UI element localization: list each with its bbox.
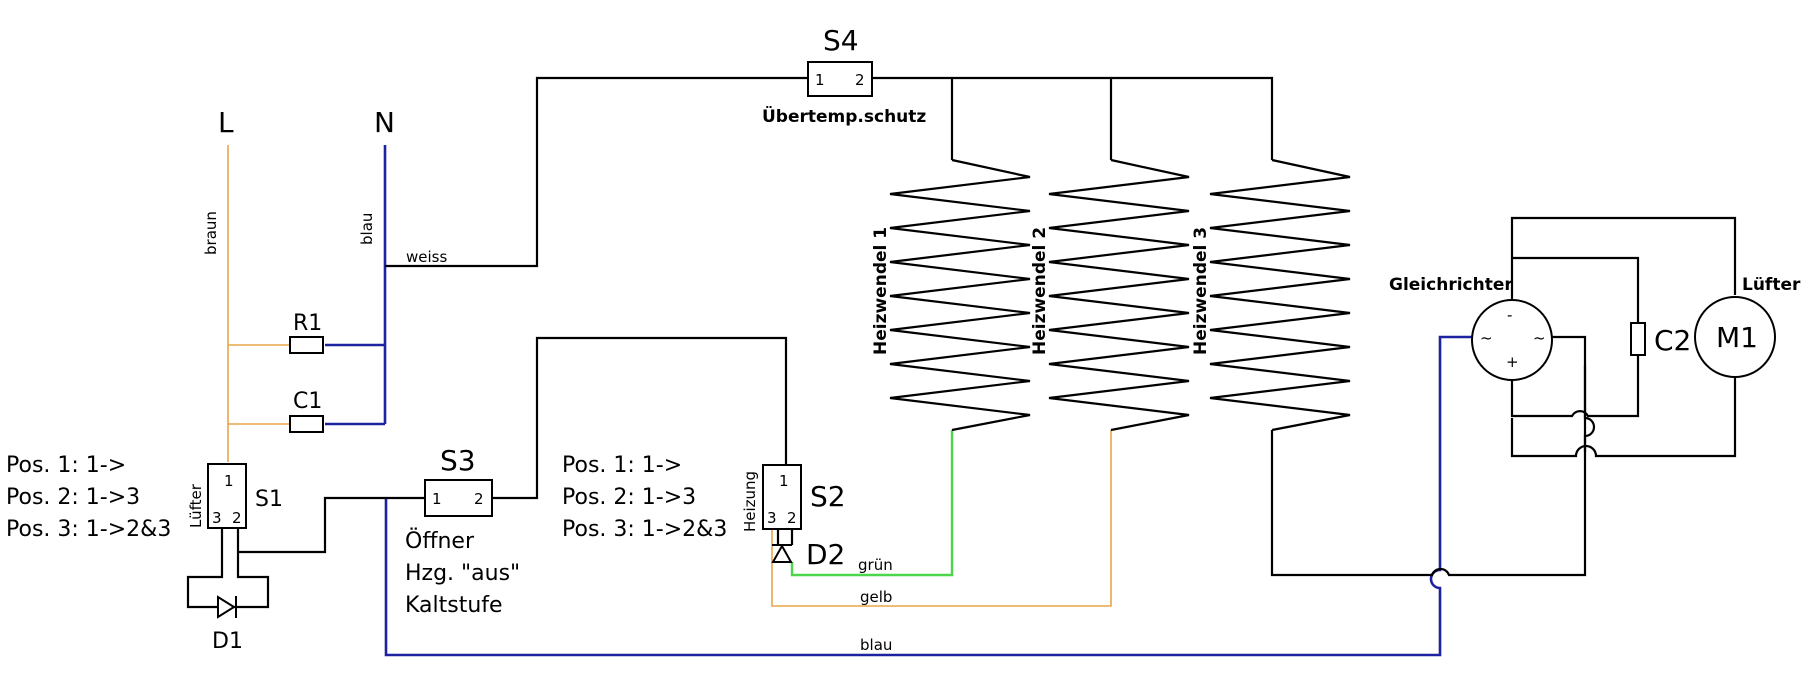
s4-pin1: 1 xyxy=(815,71,825,89)
label-m1: M1 xyxy=(1716,321,1758,354)
wire-motor-bottom xyxy=(1510,378,1737,458)
label-gelb: gelb xyxy=(860,588,892,606)
heizwendel-1-coil xyxy=(889,158,1031,432)
label-s1: S1 xyxy=(255,487,283,512)
wire-c2-bottom xyxy=(1510,355,1640,418)
s1-pin2: 2 xyxy=(232,509,242,527)
s2-switch xyxy=(762,464,802,530)
label-s4: S4 xyxy=(823,24,859,57)
gr-ac2: ~ xyxy=(1533,329,1546,347)
wire-s1-s3 xyxy=(238,496,425,554)
gr-ac1: ~ xyxy=(1480,329,1493,347)
label-gleichrichter: Gleichrichter xyxy=(1389,275,1513,295)
label-heiz3: Heizwendel 3 xyxy=(1191,227,1211,355)
label-s2: S2 xyxy=(810,480,846,513)
d1-diode-icon xyxy=(217,595,237,619)
label-s2-heizung: Heizung xyxy=(741,471,759,532)
s2-pin3: 3 xyxy=(767,509,777,527)
wire-s3-s2 xyxy=(492,336,788,500)
label-n: N xyxy=(374,106,395,139)
wire-blau-bottom xyxy=(384,335,1472,657)
m1-motor xyxy=(1694,296,1776,378)
s1-switch xyxy=(207,463,247,529)
s3-pin2: 2 xyxy=(474,490,484,508)
label-s3: S3 xyxy=(440,444,476,477)
s1-pin1: 1 xyxy=(224,472,234,490)
s3-switch xyxy=(424,479,493,517)
s4-switch xyxy=(807,61,873,97)
label-s4-desc: Übertemp.schutz xyxy=(762,105,926,127)
label-weiss: weiss xyxy=(406,248,447,266)
gr-plus: + xyxy=(1506,353,1519,371)
s3-line2: Hzg. "aus" xyxy=(405,561,520,586)
label-r1: R1 xyxy=(293,311,322,336)
s3-pin1: 1 xyxy=(432,490,442,508)
label-blau-bottom: blau xyxy=(860,636,892,654)
label-braun: braun xyxy=(202,211,220,255)
label-heiz1: Heizwendel 1 xyxy=(871,227,891,355)
label-s1-luefter: Lüfter xyxy=(187,483,205,528)
label-gruen: grün xyxy=(858,556,893,574)
s2-pin2: 2 xyxy=(787,509,797,527)
label-l: L xyxy=(218,106,234,139)
wire-h3-return xyxy=(1270,365,1587,577)
s2-pin1: 1 xyxy=(779,472,789,490)
label-c1: C1 xyxy=(293,389,322,414)
s1-pin3: 3 xyxy=(212,509,222,527)
label-d2: D2 xyxy=(806,538,845,571)
s4-pin2: 2 xyxy=(855,71,865,89)
s2-pos3: Pos. 3: 1->2&3 xyxy=(562,517,727,542)
wire-c2-top xyxy=(1512,256,1640,323)
label-d1: D1 xyxy=(212,629,243,654)
s2-pos1: Pos. 1: 1-> xyxy=(562,453,682,478)
gleichrichter-rectifier xyxy=(1471,299,1553,381)
s2-pos2: Pos. 2: 1->3 xyxy=(562,485,696,510)
wire-s4-bus xyxy=(872,76,1274,160)
s3-line1: Öffner xyxy=(405,528,475,554)
label-blau-top: blau xyxy=(358,213,376,245)
wire-rect-ac2 xyxy=(1552,335,1596,452)
label-luefter: Lüfter xyxy=(1742,275,1801,295)
d2-diode-icon xyxy=(771,543,793,563)
s1-pos3: Pos. 3: 1->2&3 xyxy=(6,517,171,542)
c1-capacitor xyxy=(289,415,324,433)
heizwendel-2-coil xyxy=(1048,158,1190,432)
heizwendel-3-coil xyxy=(1209,158,1351,432)
wire-gelb xyxy=(771,430,1112,607)
r1-resistor xyxy=(289,336,324,354)
wire-d1-loop xyxy=(186,528,270,609)
c2-capacitor xyxy=(1630,322,1646,356)
wire-weiss xyxy=(385,76,808,268)
s3-line3: Kaltstufe xyxy=(405,593,503,618)
s1-pos2: Pos. 2: 1->3 xyxy=(6,485,140,510)
label-heiz2: Heizwendel 2 xyxy=(1030,227,1050,355)
wire-gruen xyxy=(790,430,954,577)
label-c2: C2 xyxy=(1654,324,1691,357)
gr-minus: - xyxy=(1507,306,1512,324)
s1-pos1: Pos. 1: 1-> xyxy=(6,453,126,478)
